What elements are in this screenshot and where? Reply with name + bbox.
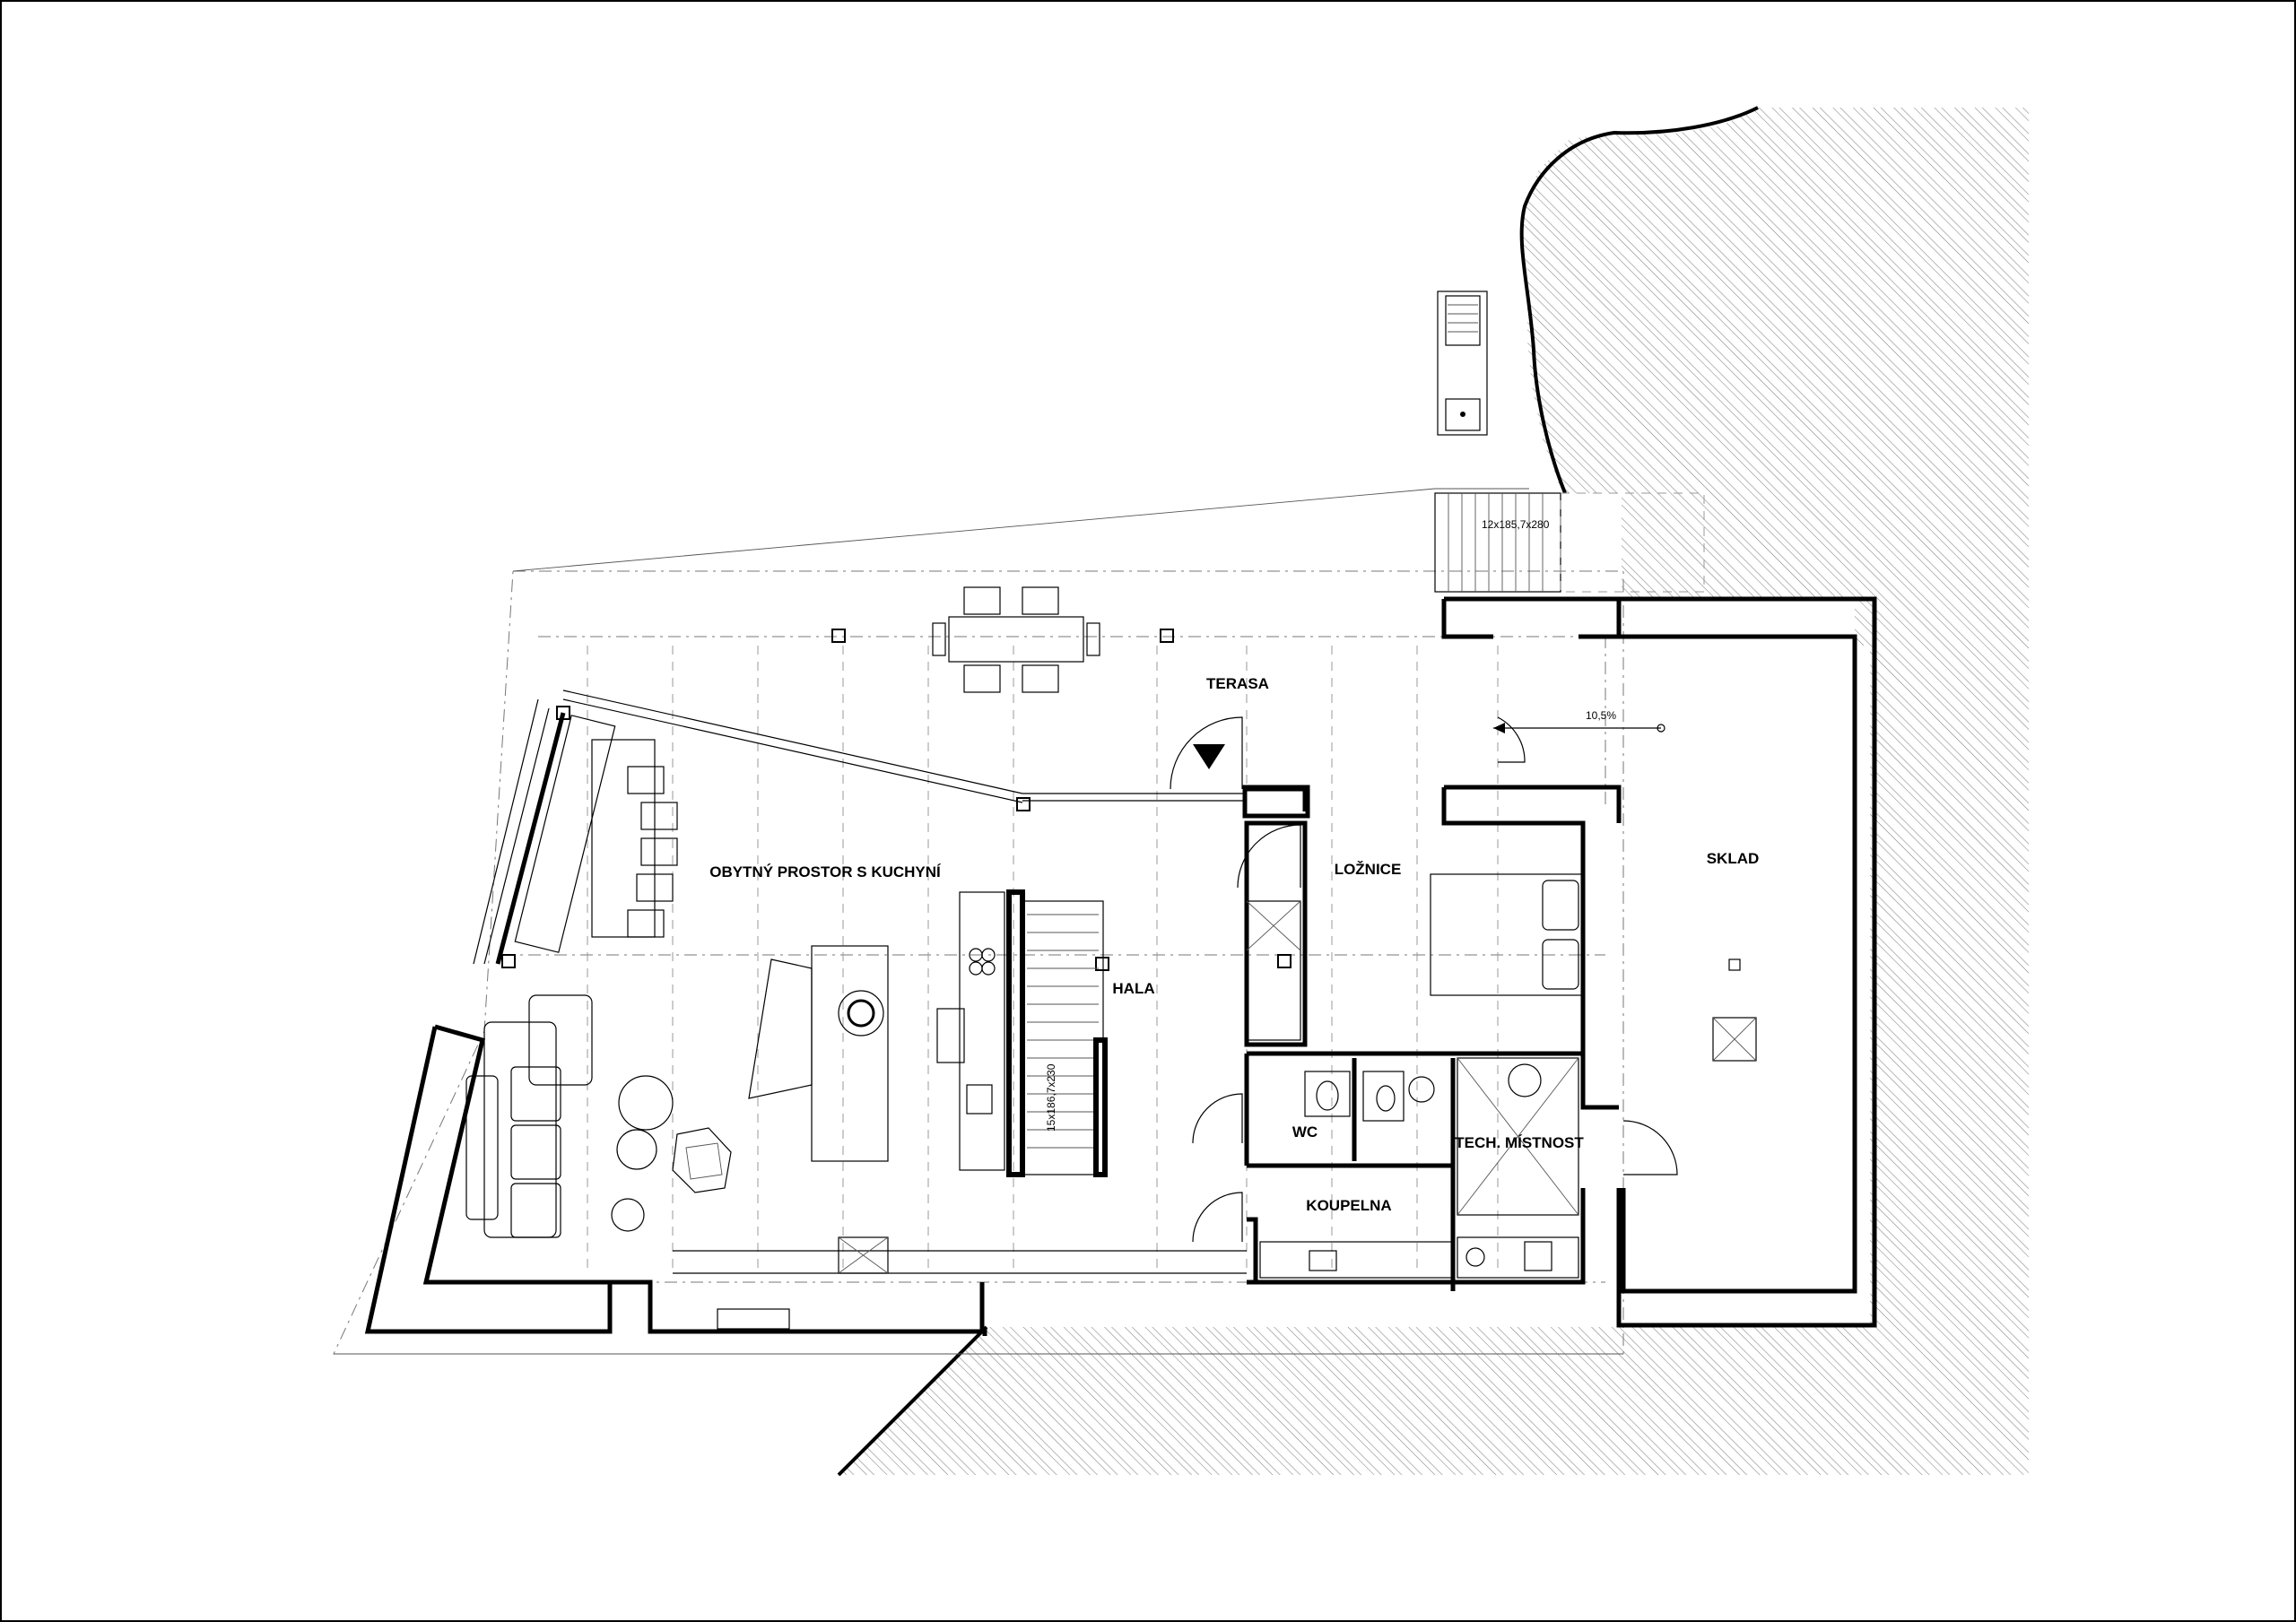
terrain-boundary-line-bottom [837,1325,988,1477]
room-label-wc: WC [1292,1123,1318,1141]
entrance-door-swing [1170,716,1243,790]
dining-table [932,586,1100,693]
interior-stair [1006,889,1108,1177]
door-storage [1497,716,1526,763]
kitchen-counter [936,891,1005,1171]
slope-label: 10,5% [1586,709,1616,722]
tech-equipment [1457,1057,1579,1279]
kitchen-island [748,945,889,1162]
side-table [611,1198,645,1232]
washbasin-wc [1408,1076,1435,1103]
storage-vent [1728,958,1741,971]
toilet-2 [1362,1071,1405,1122]
storage-hatch [1712,1017,1757,1062]
door-bedroom [1237,824,1301,889]
bed [1430,873,1584,996]
wall-column-bedroom [1242,785,1310,819]
door-tech [1622,1120,1678,1175]
utility-box [1437,291,1488,436]
wall-hall-closet [1244,820,1308,1047]
wall-terrace-right [1441,596,1622,639]
wall-storage-outer [1616,596,1877,1328]
door-wc [1192,1093,1243,1144]
window-band-west-outer [473,698,550,965]
room-label-bathroom: KOUPELNA [1306,1197,1391,1214]
slope-arrow-head [1493,723,1505,733]
exterior-wall-left-inner [422,1024,610,1285]
wall-terrace-column [1247,786,1308,811]
room-label-living: OBYTNÝ PROSTOR S KUCHYNÍ [709,863,942,880]
roof-outline [333,570,1624,1355]
door-bathroom [1192,1192,1243,1243]
terrain-boundary-line [1519,106,1759,494]
armchair [672,1127,732,1193]
wardrobe [1246,900,1301,1041]
sill-living [673,1236,1247,1330]
coffee-table-large [618,1075,674,1131]
coffee-table-small [616,1129,657,1170]
wall-services [1244,1051,1583,1291]
terrain-hatch [839,108,2029,1475]
wall-bedroom-north-2 [1444,785,1622,823]
entrance-arrow [1193,744,1225,769]
structural-grid [587,646,1499,1273]
room-label-tech: TECH. MÍSTNOST [1455,1134,1584,1151]
bar-counter [514,715,678,953]
outdoor-stairs [1434,492,1705,593]
glazing-north [562,690,1023,803]
exterior-wall-bottom [650,1282,985,1334]
sofa [465,994,593,1238]
wall-storage [1619,634,1857,1294]
slope-arrow-end [1657,724,1665,733]
room-label-hall: HALA [1112,980,1154,997]
room-label-terrace: TERASA [1206,675,1269,692]
wall-bathroom [1247,1217,1453,1285]
room-label-storage: SKLAD [1707,850,1760,867]
room-label-bedroom: LOŽNICE [1335,861,1402,878]
exterior-wall-left [364,1026,987,1336]
toilet [1304,1071,1351,1117]
columns [501,629,1292,971]
wall-tech [1453,1188,1586,1285]
indoor-stairs-dimension: 15x186,7x230 [1045,1063,1057,1132]
wall-bedroom-north [1441,787,1619,1110]
site-outline [512,488,1529,572]
washbasin-bathroom [1259,1241,1454,1279]
outdoor-stairs-dimension: 12x185,7x280 [1482,518,1550,531]
window-band-west [495,712,566,965]
